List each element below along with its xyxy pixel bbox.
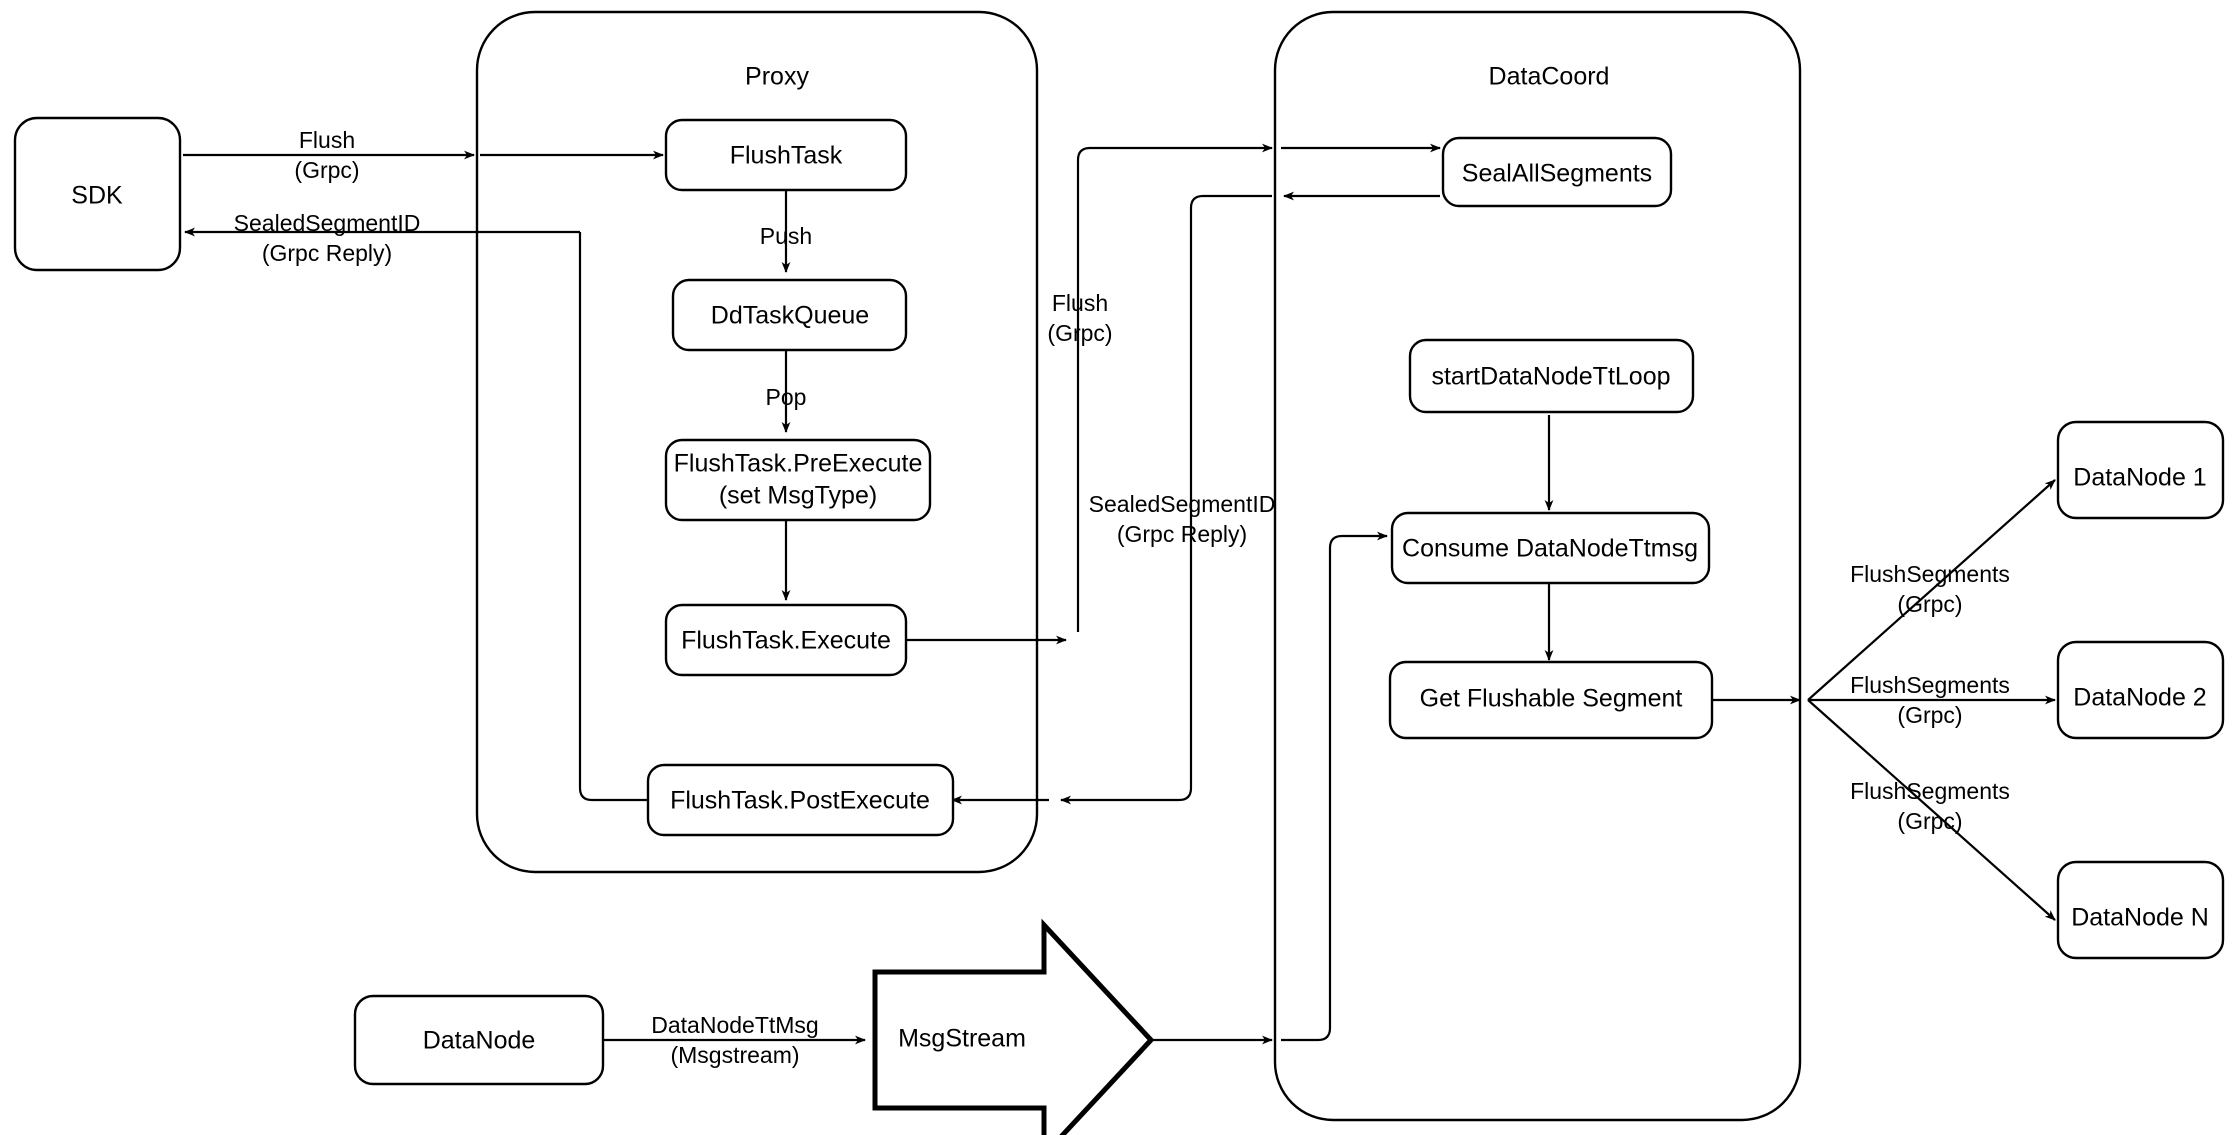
consumettmsg-label: Consume DataNodeTtmsg xyxy=(1402,535,1698,563)
ttmsg-line2: (Msgstream) xyxy=(670,1042,799,1068)
node-sealallsegments[interactable]: SealAllSegments xyxy=(1441,136,1673,208)
flushsegn-line1: FlushSegments xyxy=(1850,778,2010,804)
preexecute-box[interactable] xyxy=(664,438,932,522)
edge-reply-rail-down xyxy=(1060,194,1272,805)
node-sdk[interactable]: SDK xyxy=(13,116,182,272)
consumettmsg-box[interactable] xyxy=(1390,511,1711,585)
label-datanode-ttmsg: DataNodeTtMsg (Msgstream) xyxy=(651,1012,818,1068)
sdk-box[interactable] xyxy=(13,116,182,272)
flushseg1-line2: (Grpc) xyxy=(1897,591,1962,617)
edge-junction-to-datanode1 xyxy=(1807,479,2056,701)
datanode2-box[interactable] xyxy=(2056,640,2225,740)
coord-reply-line2: (Grpc Reply) xyxy=(1117,521,1247,547)
ttmsg-line1: DataNodeTtMsg xyxy=(651,1012,818,1038)
node-flushtask-postexecute[interactable]: FlushTask.PostExecute xyxy=(646,763,955,837)
datanoden-box[interactable] xyxy=(2056,860,2225,960)
label-flushsegments-n: FlushSegments (Grpc) xyxy=(1850,778,2010,834)
datanode2-label: DataNode 2 xyxy=(2073,684,2206,712)
push-label: Push xyxy=(760,223,812,249)
execute-label: FlushTask.Execute xyxy=(681,627,891,655)
proxy-flush-line2: (Grpc) xyxy=(1047,320,1112,346)
ddtaskqueue-label: DdTaskQueue xyxy=(711,302,869,330)
startttloop-label: startDataNodeTtLoop xyxy=(1431,363,1670,391)
flushseg1-line1: FlushSegments xyxy=(1850,561,2010,587)
getflushable-label: Get Flushable Segment xyxy=(1420,685,1683,713)
flushsegn-line2: (Grpc) xyxy=(1897,808,1962,834)
node-flushtask-execute[interactable]: FlushTask.Execute xyxy=(664,603,908,677)
pop-label: Pop xyxy=(766,384,807,410)
edge-junction-to-datanoden xyxy=(1807,699,2056,921)
flushseg2-line2: (Grpc) xyxy=(1897,702,1962,728)
node-msgstream[interactable]: MsgStream xyxy=(872,918,1155,1135)
node-datanode-source[interactable]: DataNode xyxy=(353,994,605,1086)
node-flushtask-preexecute[interactable]: FlushTask.PreExecute (set MsgType) xyxy=(664,438,932,522)
node-datanode-1[interactable]: DataNode 1 xyxy=(2056,420,2225,520)
sdk-flush-line2: (Grpc) xyxy=(294,157,359,183)
label-sdk-flush: Flush (Grpc) xyxy=(294,127,359,183)
label-flushsegments-1: FlushSegments (Grpc) xyxy=(1850,561,2010,617)
node-startdatanodettloop[interactable]: startDataNodeTtLoop xyxy=(1408,338,1695,414)
datanode-source-label: DataNode xyxy=(423,1027,536,1055)
ddtaskqueue-box[interactable] xyxy=(671,278,908,352)
edge-flush-rail-to-datacoord xyxy=(1076,143,1273,632)
flushtask-label: FlushTask xyxy=(730,142,843,170)
label-push: Push xyxy=(760,223,812,249)
preexecute-label-line1: FlushTask.PreExecute xyxy=(674,450,923,478)
datanode1-box[interactable] xyxy=(2056,420,2225,520)
flushtask-box[interactable] xyxy=(664,118,908,192)
label-sdk-reply: SealedSegmentID (Grpc Reply) xyxy=(234,210,421,266)
startttloop-box[interactable] xyxy=(1408,338,1695,414)
sdk-label: SDK xyxy=(71,182,123,210)
sealallsegments-box[interactable] xyxy=(1441,136,1673,208)
execute-box[interactable] xyxy=(664,603,908,677)
datacoord-container-label: DataCoord xyxy=(1489,63,1610,91)
node-get-flushable-segment[interactable]: Get Flushable Segment xyxy=(1388,660,1714,740)
coord-reply-line1: SealedSegmentID xyxy=(1089,491,1276,517)
postexecute-box[interactable] xyxy=(646,763,955,837)
msgstream-label: MsgStream xyxy=(898,1025,1026,1053)
label-coord-reply: SealedSegmentID (Grpc Reply) xyxy=(1089,491,1276,547)
flushseg2-line1: FlushSegments xyxy=(1850,672,2010,698)
proxy-container-label: Proxy xyxy=(745,63,809,91)
container-datacoord: DataCoord xyxy=(1273,10,1802,1122)
label-pop: Pop xyxy=(766,384,807,410)
node-datanode-n[interactable]: DataNode N xyxy=(2056,860,2225,960)
preexecute-label-line2: (set MsgType) xyxy=(719,482,877,510)
postexecute-label: FlushTask.PostExecute xyxy=(670,787,930,815)
edge-postexecute-to-reply-rail xyxy=(578,232,648,802)
edge-datacoord-border-to-consume xyxy=(1281,531,1388,1042)
datacoord-container-border xyxy=(1273,10,1802,1122)
datanode-source-box[interactable] xyxy=(353,994,605,1086)
sdk-flush-line1: Flush xyxy=(299,127,355,153)
getflushable-box[interactable] xyxy=(1388,660,1714,740)
sdk-reply-line1: SealedSegmentID xyxy=(234,210,421,236)
datanode1-label: DataNode 1 xyxy=(2073,464,2206,492)
proxy-container-border xyxy=(475,10,1039,874)
container-proxy: Proxy xyxy=(475,10,1039,874)
sealallsegments-label: SealAllSegments xyxy=(1462,160,1652,188)
label-flushsegments-2: FlushSegments (Grpc) xyxy=(1850,672,2010,728)
msgstream-arrow-shape[interactable] xyxy=(872,918,1155,1135)
node-ddtaskqueue[interactable]: DdTaskQueue xyxy=(671,278,908,352)
datanoden-label: DataNode N xyxy=(2071,904,2209,932)
sdk-reply-line2: (Grpc Reply) xyxy=(262,240,392,266)
node-consume-datanodettmsg[interactable]: Consume DataNodeTtmsg xyxy=(1390,511,1711,585)
proxy-flush-line1: Flush xyxy=(1052,290,1108,316)
node-datanode-2[interactable]: DataNode 2 xyxy=(2056,640,2225,740)
label-proxy-flush: Flush (Grpc) xyxy=(1047,290,1112,346)
node-flushtask[interactable]: FlushTask xyxy=(664,118,908,192)
